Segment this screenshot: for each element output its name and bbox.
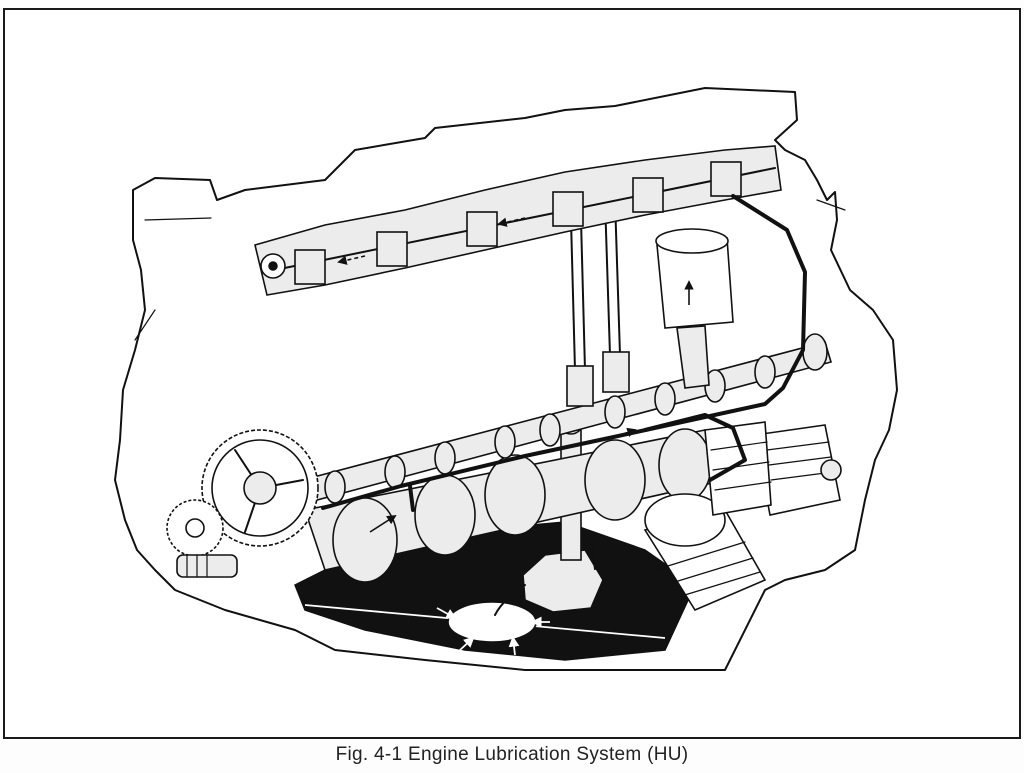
crank-nose <box>176 554 238 578</box>
timing-gear-large <box>201 429 319 547</box>
engine-block-outline <box>114 87 898 671</box>
oil-filter <box>643 493 767 612</box>
engine-lubrication-diagram <box>114 87 898 671</box>
figure-caption: Fig. 4-1 Engine Lubrication System (HU) <box>335 744 689 765</box>
oil-cooler <box>704 421 842 516</box>
piston <box>655 228 734 389</box>
oil-strainer <box>436 601 550 656</box>
oil-galleries <box>321 194 807 512</box>
pushrods <box>566 199 630 407</box>
rocker-arm-assembly <box>254 145 782 296</box>
figure-frame <box>3 8 1021 739</box>
oil-flow-arrows <box>369 427 637 571</box>
timing-gear-small <box>166 499 224 557</box>
